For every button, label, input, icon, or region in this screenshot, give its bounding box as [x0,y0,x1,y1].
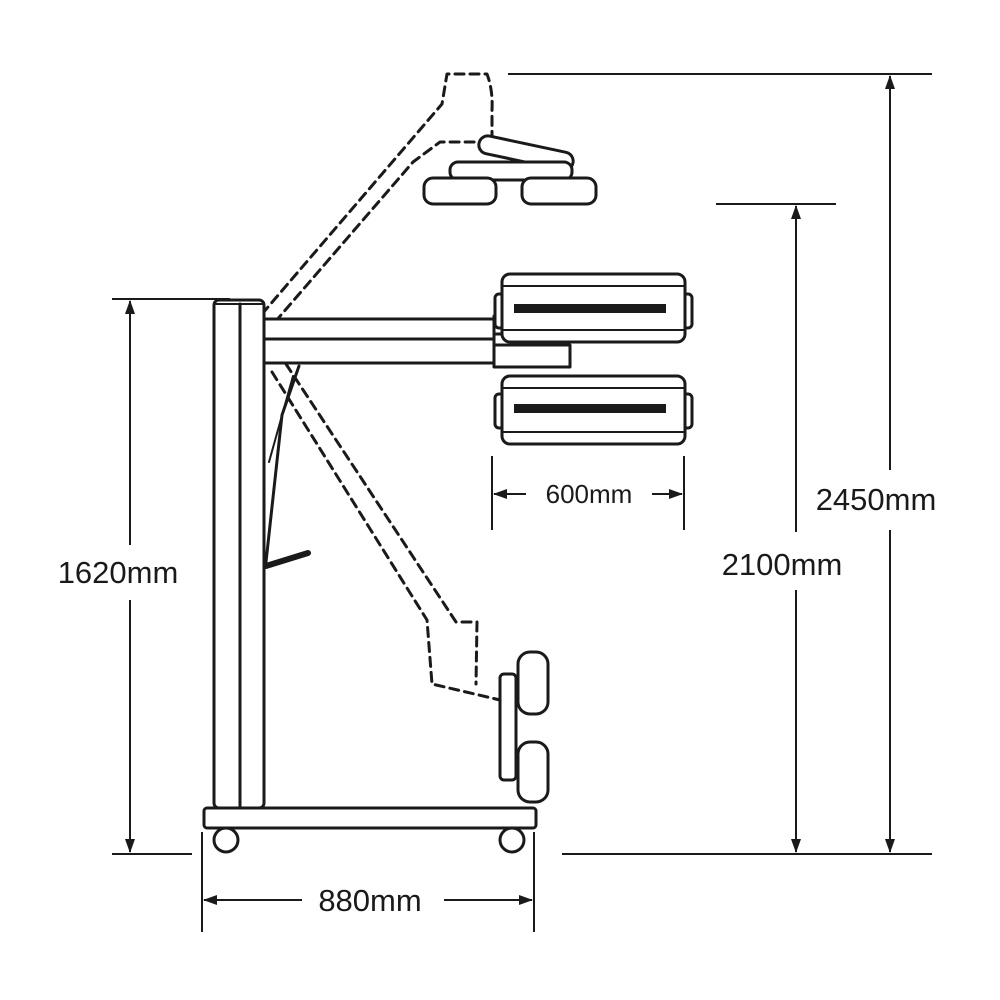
raised-arm-dashed [260,72,494,324]
dimension-max-height [508,73,932,853]
lamp-head-upper [493,272,694,344]
arm-strut [263,364,311,569]
label-max-height: 2450mm [816,482,937,517]
lamp-slot [514,304,666,313]
horizontal-arm [262,314,572,369]
label-base-width: 880mm [318,883,421,918]
left-wheel [212,826,240,854]
right-wheel [498,826,526,854]
label-stand-height: 1620mm [58,555,179,590]
dimension-stand-height [112,298,230,855]
dimension-base-width [201,832,535,932]
lowered-lamp-head [498,650,550,804]
label-lamp-width: 600mm [546,479,633,509]
stand-column [212,298,266,810]
raised-lamp-head [422,134,598,206]
lowered-arm-dashed [270,362,502,702]
dimension-lamp-width [491,456,685,530]
dimension-lamp-height [562,203,932,855]
lamp-head-lower [493,374,694,446]
label-lamp-height: 2100mm [722,547,843,582]
stand-base [202,806,538,854]
lamp-slot [514,404,666,413]
